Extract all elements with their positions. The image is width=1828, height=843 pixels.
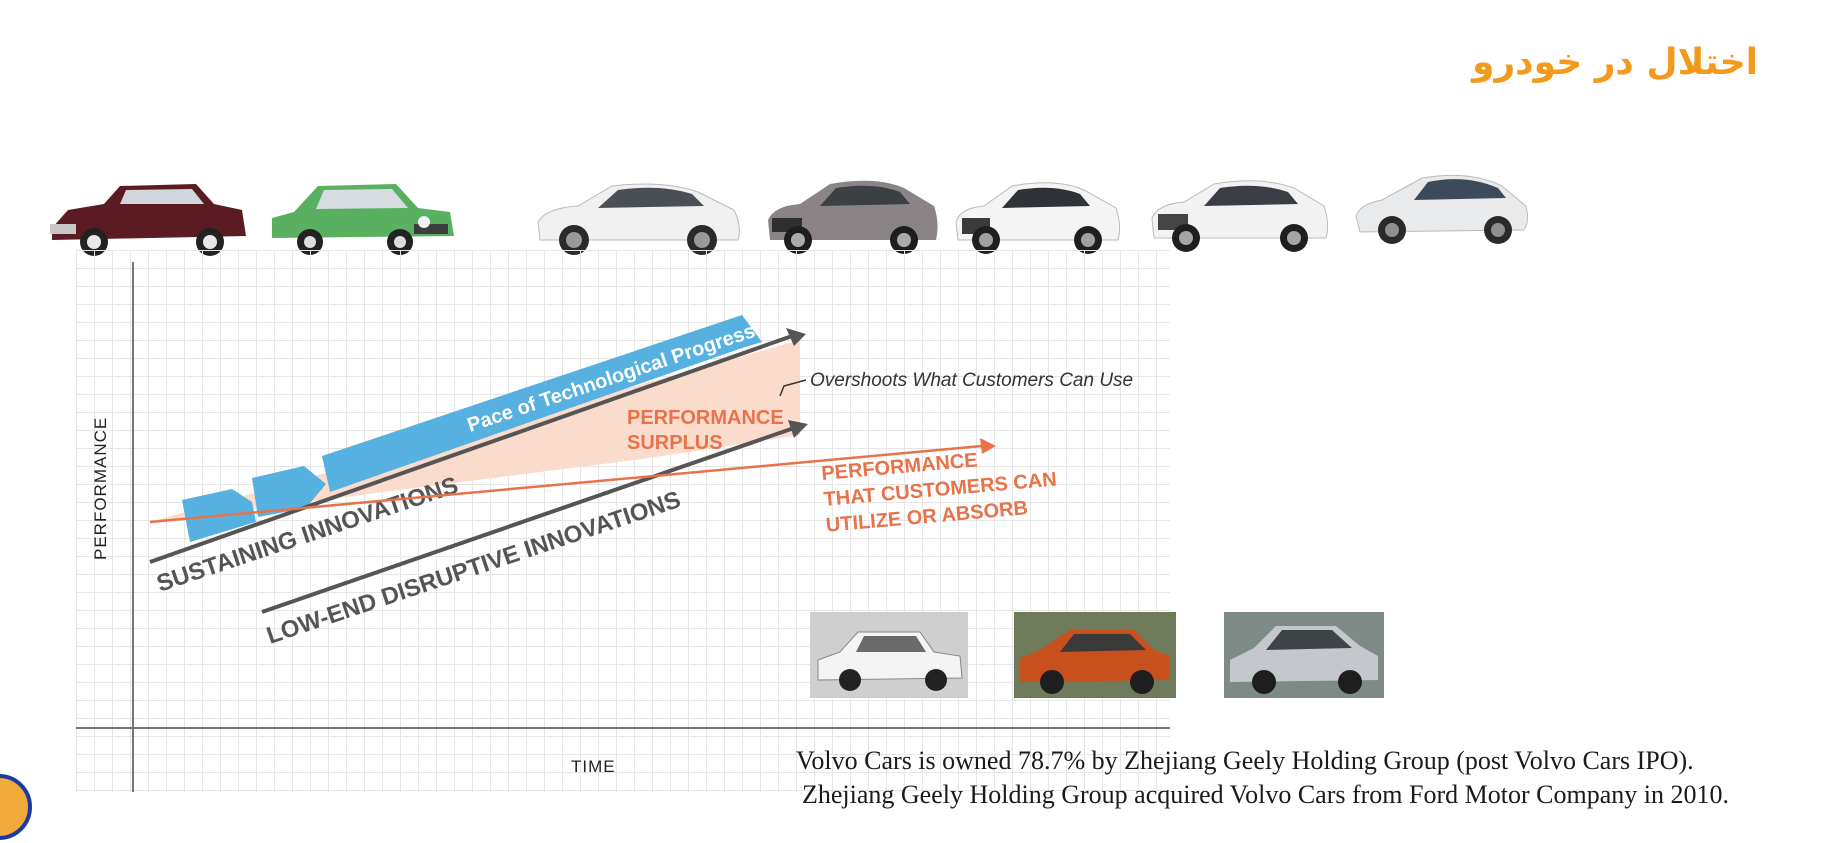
caption-line-2: Zhejiang Geely Holding Group acquired Vo… — [802, 780, 1729, 809]
sustaining-arrow-line — [149, 334, 793, 564]
photo-silver-hatchback — [1224, 612, 1384, 698]
car-image-white-sedan-1 — [534, 174, 744, 265]
car-image-gray-sedan — [764, 170, 942, 265]
car-image-concept-sedan — [1352, 166, 1532, 255]
car-image-white-sedan-2 — [952, 172, 1124, 263]
pace-band — [322, 315, 762, 492]
surplus-label-2: SURPLUS — [627, 432, 723, 454]
surplus-label-1: PERFORMANCE — [627, 407, 784, 429]
disruptive-arrow-line — [261, 426, 795, 614]
photo-orange-hatchback — [1014, 612, 1176, 698]
disruptive-arrow-head — [788, 420, 808, 438]
car-image-green-classic — [268, 172, 456, 267]
sustaining-arrow-head — [786, 328, 806, 346]
slide-title: اختلال در خودرو — [1472, 42, 1758, 83]
overshoot-pointer — [779, 379, 807, 397]
car-image-maroon-classic — [46, 170, 250, 267]
y-axis-label: PERFORMANCE — [91, 417, 110, 560]
absorb-arrow-line — [149, 444, 983, 524]
overshoot-label: Overshoots What Customers Can Use — [810, 370, 1133, 391]
disruptive-label: LOW-END DISRUPTIVE INNOVATIONS — [263, 486, 684, 650]
absorb-arrow-head — [980, 438, 996, 454]
photo-white-vintage-car — [810, 612, 968, 698]
x-axis-label: TIME — [571, 757, 616, 776]
car-image-white-sedan-3 — [1148, 170, 1332, 263]
pace-segment-2 — [252, 466, 326, 517]
diagram-grid — [76, 250, 1170, 792]
caption-line-1: Volvo Cars is owned 78.7% by Zhejiang Ge… — [796, 746, 1694, 775]
